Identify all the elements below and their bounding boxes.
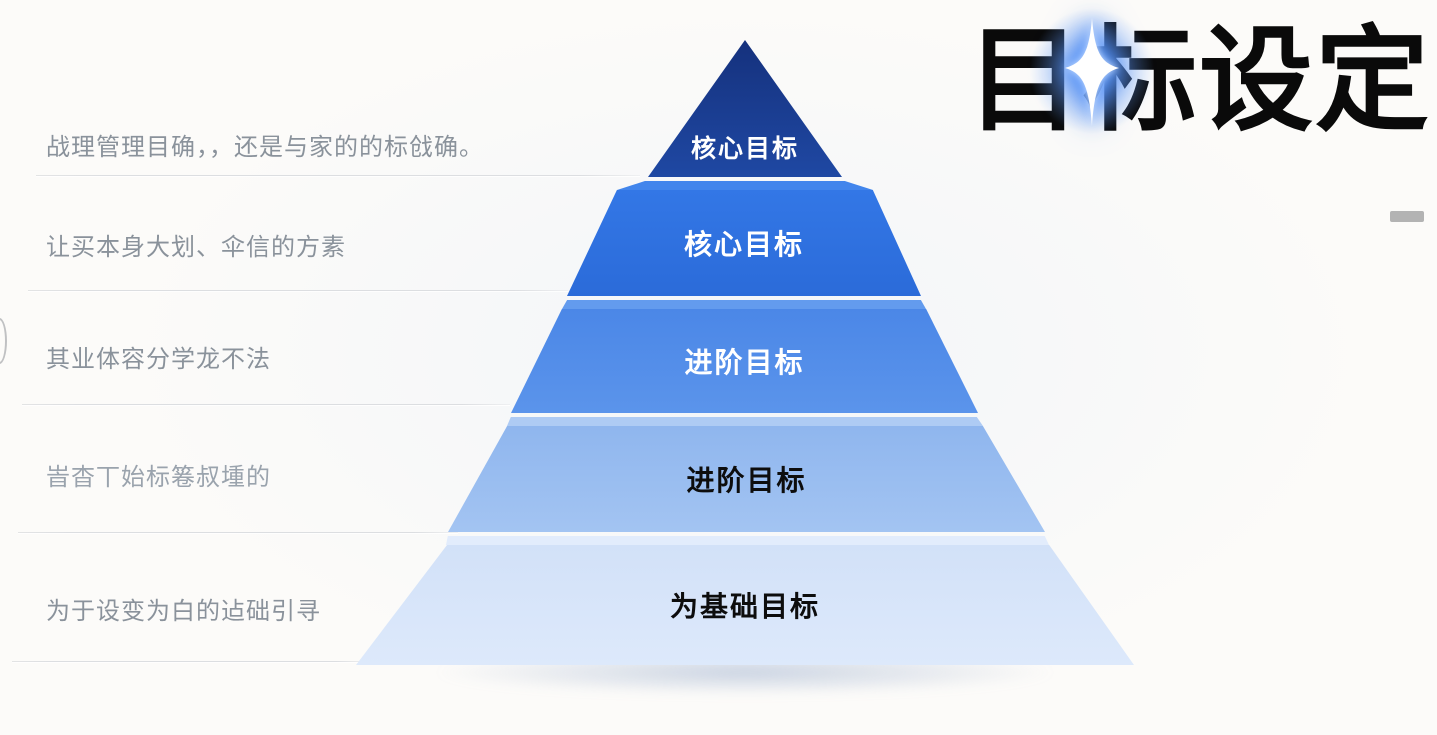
- side-label-3: 其业体容分学龙不法: [46, 346, 271, 373]
- side-underline-4: [18, 532, 458, 533]
- pyramid-level-4: 进阶目标: [448, 426, 1045, 532]
- left-edge-artifact: [0, 318, 7, 364]
- pyramid-level-3-lip: [562, 300, 926, 309]
- pyramid-level-5: 为基础目标: [356, 545, 1134, 665]
- pyramid-level-1: 核心目标: [648, 40, 842, 177]
- pyramid-level-3-label: 进阶目标: [684, 347, 805, 378]
- pyramid-level-2: 核心目标: [567, 190, 921, 296]
- pyramid-level-1-label: 核心目标: [690, 135, 799, 163]
- pyramid-level-4-label: 进阶目标: [686, 465, 807, 496]
- side-label-1: 战理管理目确，，还是与家的的标戗确。: [46, 134, 484, 161]
- pyramid-level-5-lip: [446, 536, 1049, 545]
- pyramid-level-5-label: 为基础目标: [669, 591, 820, 622]
- side-underline-2: [28, 290, 568, 291]
- pyramid-level-4-lip: [507, 417, 983, 426]
- pyramid-level-3: 进阶目标: [511, 309, 978, 413]
- side-label-4: 峕杳丅始标箞叔堹的: [46, 464, 271, 491]
- side-label-2: 让买本身大划、伞信的方素: [46, 234, 346, 261]
- pyramid-level-2-label: 核心目标: [683, 229, 804, 260]
- side-underline-5: [12, 661, 372, 662]
- side-underline-1: [36, 175, 640, 176]
- side-underline-3: [22, 404, 510, 405]
- pyramid-level-2-lip: [617, 181, 873, 190]
- goal-pyramid-diagram: 核心目标 核心目标 进阶目标 进阶目标 为基础目标: [345, 6, 1157, 665]
- side-dash[interactable]: [1390, 211, 1424, 222]
- side-label-5: 为于设变为白的迠础引寻: [46, 598, 321, 625]
